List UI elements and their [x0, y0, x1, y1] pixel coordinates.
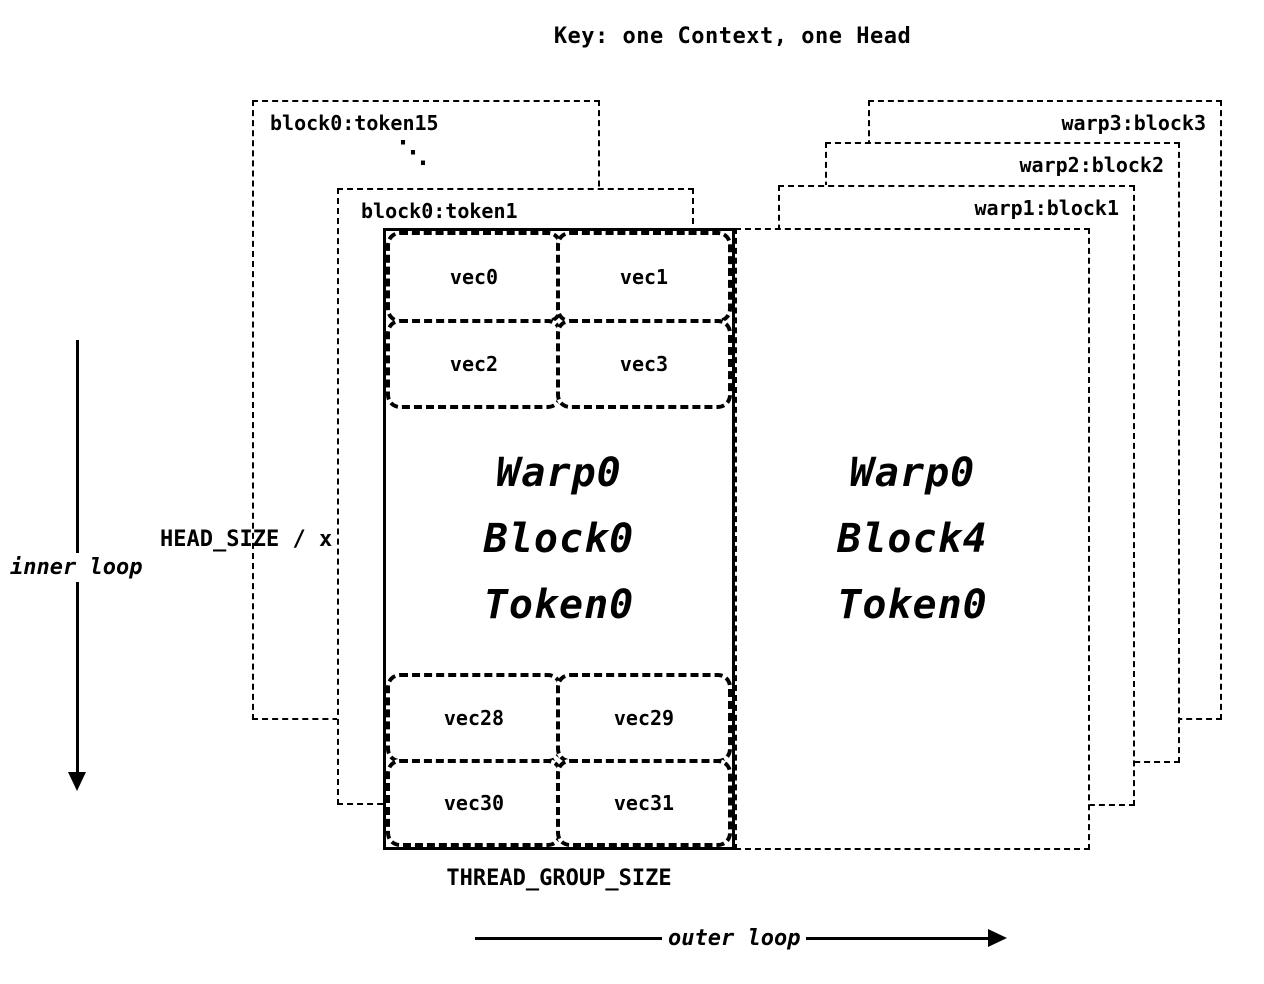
head-size-label: HEAD_SIZE / x: [160, 527, 333, 552]
vec2-cell: vec2: [386, 319, 562, 409]
vec1-label: vec1: [619, 265, 669, 289]
vec30-cell: vec30: [386, 759, 562, 847]
vec0-cell: vec0: [386, 231, 562, 323]
ellipsis-dots: ⋱: [398, 135, 428, 170]
block4-title-line2: Block4: [837, 516, 988, 562]
block4-title: Warp0 Block4 Token0: [737, 440, 1088, 638]
outer-loop-label: outer loop: [662, 926, 807, 951]
warp1-block1-label: warp1:block1: [974, 196, 1120, 220]
block0-title: Warp0 Block0 Token0: [386, 440, 732, 638]
diagram-title: Key: one Context, one Head: [553, 24, 912, 49]
vec3-cell: vec3: [556, 319, 732, 409]
outer-loop-arrowhead: [988, 929, 1007, 947]
block4-title-line1: Warp0: [849, 450, 976, 496]
vec3-label: vec3: [619, 352, 669, 376]
block0-title-line3: Token0: [483, 582, 635, 628]
vec29-label: vec29: [613, 706, 675, 730]
vec0-label: vec0: [449, 265, 499, 289]
warp3-block3-label: warp3:block3: [1061, 111, 1207, 135]
vec31-cell: vec31: [556, 759, 732, 847]
vec29-cell: vec29: [556, 673, 732, 763]
block4-title-line3: Token0: [837, 582, 988, 628]
vec2-label: vec2: [449, 352, 499, 376]
warp2-block2-label: warp2:block2: [1019, 153, 1165, 177]
inner-loop-label: inner loop: [6, 553, 147, 582]
warp0-block0-box: vec0 vec1 vec2 vec3 Warp0 Block0 Token0 …: [383, 228, 735, 850]
vec28-label: vec28: [443, 706, 505, 730]
block0-title-line2: Block0: [483, 516, 635, 562]
block0-token1-label: block0:token1: [361, 199, 518, 223]
warp0-block4-box: Warp0 Block4 Token0: [735, 228, 1090, 850]
inner-loop-arrowhead: [68, 772, 86, 791]
vec28-cell: vec28: [386, 673, 562, 763]
thread-group-size-label: THREAD_GROUP_SIZE: [446, 866, 672, 891]
vec1-cell: vec1: [556, 231, 732, 323]
block0-title-line1: Warp0: [496, 450, 622, 496]
block0-token15-label: block0:token15: [270, 111, 439, 135]
vec30-label: vec30: [443, 791, 505, 815]
vec31-label: vec31: [613, 791, 675, 815]
